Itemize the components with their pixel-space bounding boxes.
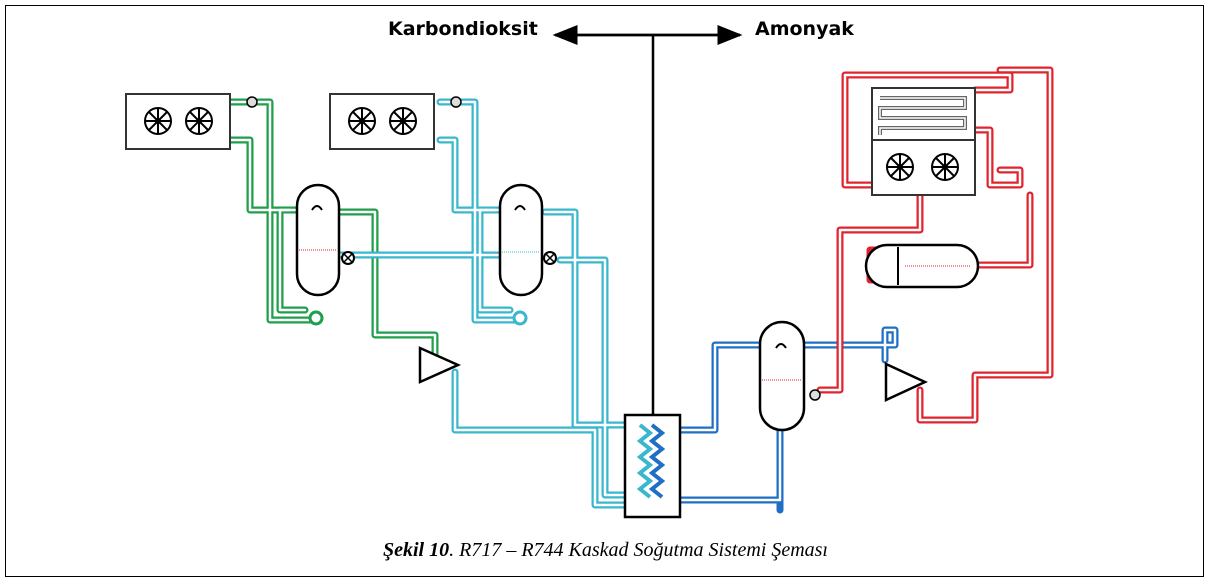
ammonia-receiver-tank — [864, 243, 980, 289]
valve-icon — [450, 96, 462, 108]
fan-icon — [931, 153, 959, 181]
compressor-icon — [418, 346, 462, 384]
figure-frame — [5, 5, 1204, 577]
refrigerant-split-arrow — [552, 25, 743, 420]
condenser-unit-right — [871, 87, 976, 196]
caption-text: . R717 – R744 Kaskad Soğutma Sistemi Şem… — [449, 539, 828, 561]
receiver-tank-right — [758, 320, 821, 432]
ammonia-label: Amonyak — [755, 18, 854, 40]
valve-icon — [246, 96, 258, 108]
co2-high-circuit — [336, 98, 629, 509]
pump-icon — [512, 310, 528, 326]
figure-caption: Şekil 10. R717 – R744 Kaskad Soğutma Sis… — [0, 539, 1211, 562]
cascade-heat-exchanger — [623, 413, 682, 519]
fan-icon — [185, 107, 213, 135]
valve-icon — [809, 389, 821, 401]
receiver-tank-middle — [498, 183, 557, 326]
fan-icon — [144, 107, 172, 135]
pump-icon — [308, 310, 324, 326]
caption-number: Şekil 10 — [383, 539, 450, 561]
co2-label: Karbondioksit — [388, 18, 538, 40]
fan-icon — [348, 107, 376, 135]
condenser-unit-middle — [329, 93, 462, 150]
receiver-tank-left — [295, 183, 355, 326]
exchanger-circuit — [676, 326, 899, 514]
compressor-icon — [884, 362, 928, 402]
condenser-unit-left — [125, 93, 258, 150]
fan-icon — [389, 107, 417, 135]
fan-icon — [886, 153, 914, 181]
